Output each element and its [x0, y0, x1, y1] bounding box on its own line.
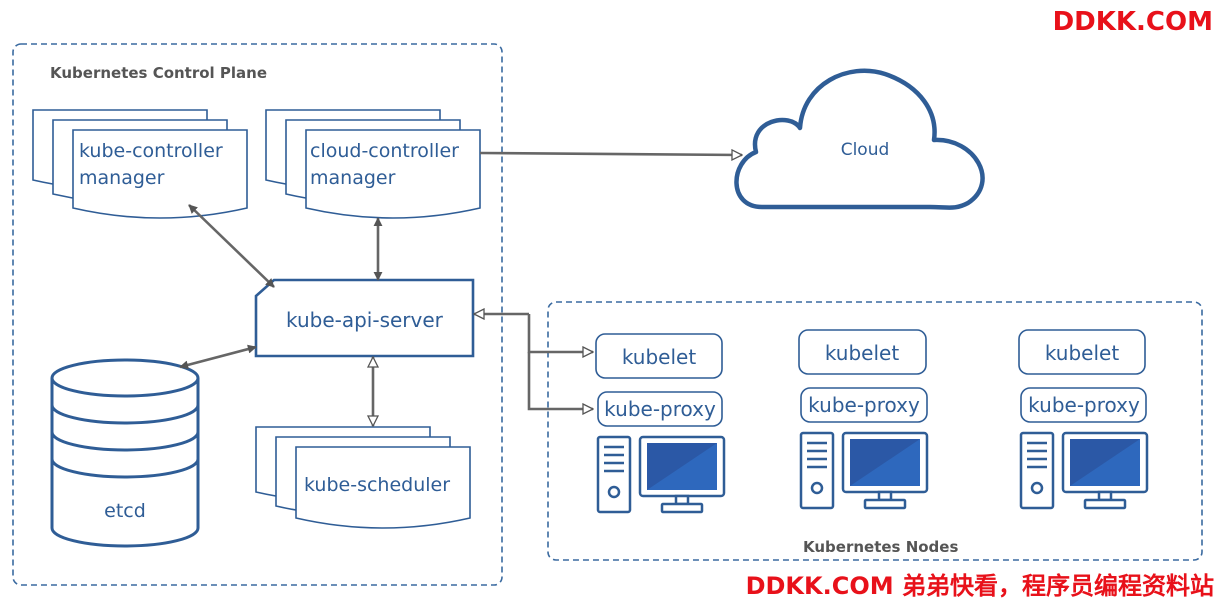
- watermark-top: DDKK.COM: [1053, 7, 1213, 37]
- cloud-icon: [734, 68, 985, 210]
- node-2: kubelet kube-proxy: [798, 329, 929, 510]
- node-3-kube-proxy: kube-proxy: [1028, 393, 1140, 417]
- kube-controller-manager-line1: kube-controller: [79, 140, 223, 162]
- arrow-kcm-api: [188, 204, 275, 288]
- control-plane-group: [12, 43, 503, 586]
- kube-scheduler-label: kube-scheduler: [304, 474, 450, 496]
- node-1: kubelet kube-proxy: [595, 333, 726, 514]
- kube-api-server-box: [254, 278, 475, 358]
- arrow-etcd-api: [179, 344, 257, 370]
- etcd-label: etcd: [104, 500, 146, 522]
- node-3: kubelet kube-proxy: [1018, 329, 1149, 510]
- database-icon: [50, 358, 200, 548]
- node-2-kubelet: kubelet: [825, 341, 900, 365]
- node-2-kube-proxy: kube-proxy: [808, 393, 920, 417]
- server-tower-icon: [596, 435, 632, 514]
- nodes-group: [547, 301, 1203, 561]
- cloud-controller-manager-line1: cloud-controller: [310, 140, 459, 162]
- monitor-icon: [638, 435, 726, 514]
- cloud-controller-manager: [265, 109, 481, 219]
- node-1-kubelet: kubelet: [622, 345, 697, 369]
- cloud-label: Cloud: [841, 140, 890, 160]
- kube-controller-manager: [32, 109, 248, 219]
- kube-api-server-label: kube-api-server: [286, 308, 444, 332]
- kube-scheduler: [255, 426, 471, 529]
- monitor-icon: [841, 431, 929, 510]
- node-1-kube-proxy: kube-proxy: [604, 397, 716, 421]
- server-tower-icon: [799, 431, 835, 510]
- nodes-title: Kubernetes Nodes: [803, 538, 958, 556]
- monitor-icon: [1061, 431, 1149, 510]
- arrow-ccm-cloud: [479, 153, 742, 155]
- control-plane-title: Kubernetes Control Plane: [50, 64, 267, 82]
- kube-controller-manager-line2: manager: [79, 167, 165, 189]
- cloud-controller-manager-line2: manager: [310, 167, 396, 189]
- watermark-bottom: DDKK.COM 弟弟快看，程序员编程资料站: [746, 572, 1214, 600]
- server-tower-icon: [1019, 431, 1055, 510]
- arrow-kube-proxy-link: [527, 352, 593, 409]
- arrow-kubelet-link: [527, 314, 593, 352]
- node-3-kubelet: kubelet: [1045, 341, 1120, 365]
